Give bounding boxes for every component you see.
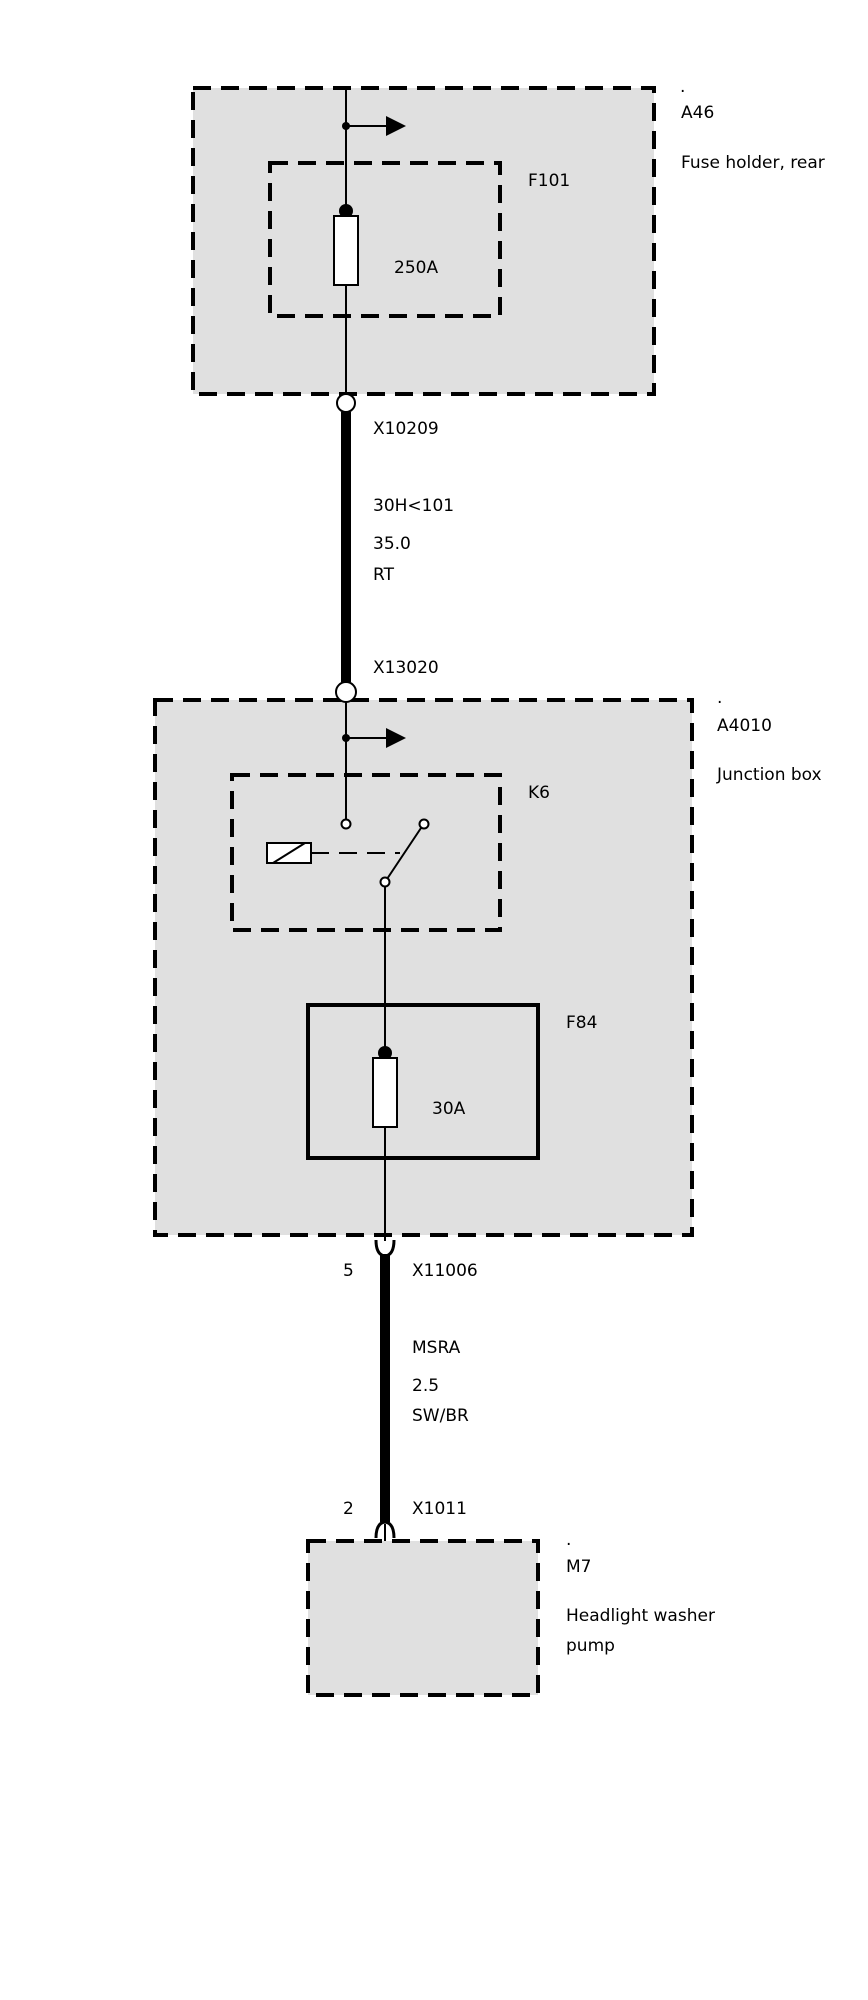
a4010-dot: . [717,688,722,708]
lower-wire-color: SW/BR [412,1406,469,1426]
upper-wire-color: RT [373,565,395,585]
f101-box [268,161,502,318]
f84-label: F84 [566,1013,597,1033]
m7-description-line1: Headlight washer [566,1606,715,1626]
m7-description-line2: pump [566,1636,615,1656]
k6-label: K6 [528,783,550,803]
m7-box [306,1539,540,1697]
f101-label: F101 [528,171,570,191]
component-a4010: . A4010 Junction box K6 F84 30A [153,688,822,1237]
x10209-label: X10209 [373,419,439,439]
x1011-label: X1011 [412,1499,467,1519]
f101-rating: 250A [394,258,438,278]
a4010-continuation-arrow-icon [386,728,406,748]
x13020-connector-icon [335,681,357,703]
m7-dot: . [566,1530,571,1550]
f84-fuse-icon [372,1046,398,1128]
a4010-box [153,698,694,1237]
a46-box [191,86,656,396]
lower-wire-cross-section: 2.5 [412,1376,439,1396]
a46-continuation-arrow-icon [386,116,406,136]
a46-description: Fuse holder, rear [681,153,825,173]
lower-wire-circuit: MSRA [412,1338,461,1358]
k6-box [230,773,502,932]
f101-fuse-icon [333,204,359,286]
x1011-pin: 2 [343,1499,354,1519]
upper-wire-circuit: 30H<101 [373,496,454,516]
x11006-connector-icon [374,1239,396,1258]
f84-box [306,1003,540,1160]
upper-wire-cross-section: 35.0 [373,534,411,554]
x11006-pin: 5 [343,1261,354,1281]
component-m7: . M7 Headlight washer pump [306,1530,715,1697]
a4010-label: A4010 [717,716,772,736]
x10209-connector-icon [336,393,356,413]
a46-label: A46 [681,103,714,123]
x11006-label: X11006 [412,1261,478,1281]
m7-label: M7 [566,1557,591,1577]
f84-rating: 30A [432,1099,466,1119]
a46-dot: . [680,77,685,97]
x1011-connector-icon [374,1520,396,1539]
x13020-label: X13020 [373,658,439,678]
k6-relay-icon [266,818,430,888]
a4010-description: Junction box [716,765,822,785]
component-a46: . A46 Fuse holder, rear F101 250A [191,77,825,396]
